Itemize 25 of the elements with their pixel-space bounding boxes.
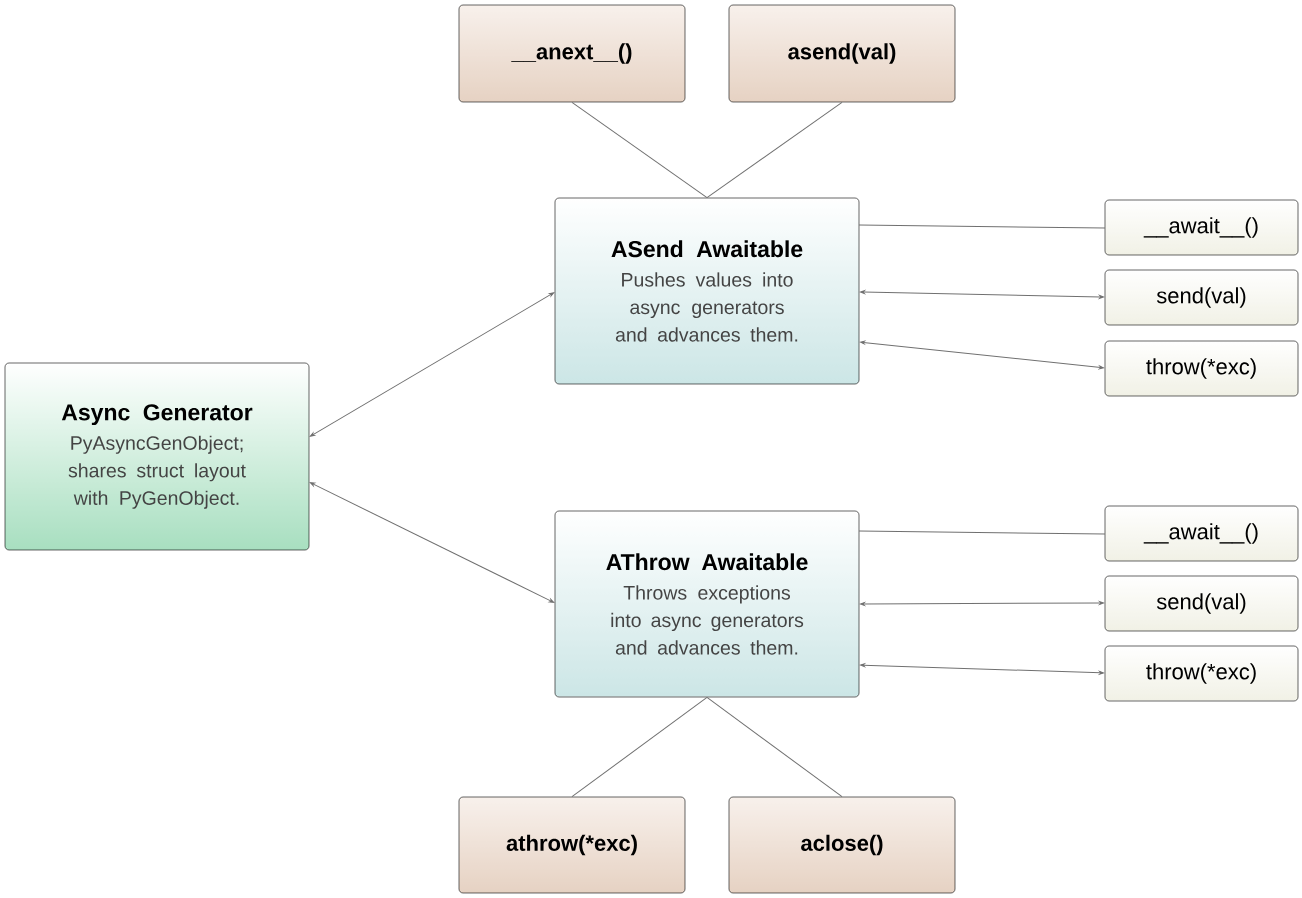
method-box: aclose() bbox=[728, 796, 956, 894]
connector bbox=[571, 696, 708, 798]
slot-box: throw(*exc) bbox=[1104, 340, 1299, 397]
connector bbox=[860, 290, 1104, 299]
object-box: AThrow Awaitable Throws exceptions into async generators and advances them. bbox=[554, 510, 860, 698]
connector bbox=[706, 696, 843, 798]
connector bbox=[309, 292, 555, 437]
slot-box: send(val) bbox=[1104, 269, 1299, 326]
method-box: athrow(*exc) bbox=[458, 796, 686, 894]
slot-box: throw(*exc) bbox=[1104, 645, 1299, 702]
connector bbox=[309, 482, 555, 603]
connector bbox=[860, 340, 1105, 370]
connector bbox=[571, 101, 708, 199]
connector bbox=[706, 101, 843, 199]
slot-box: __await__() bbox=[1104, 505, 1299, 562]
method-box: asend(val) bbox=[728, 4, 956, 103]
connector bbox=[860, 663, 1104, 675]
connector bbox=[860, 601, 1104, 606]
slot-box: __await__() bbox=[1104, 199, 1299, 256]
object-box: Async Generator PyAsyncGenObject; shares struct layout with PyGenObject. bbox=[4, 362, 310, 551]
connector bbox=[858, 224, 1106, 229]
method-box: __anext__() bbox=[458, 4, 686, 103]
connector bbox=[858, 530, 1106, 535]
slot-box: send(val) bbox=[1104, 575, 1299, 632]
object-box: ASend Awaitable Pushes values into async generators and advances them. bbox=[554, 197, 860, 385]
